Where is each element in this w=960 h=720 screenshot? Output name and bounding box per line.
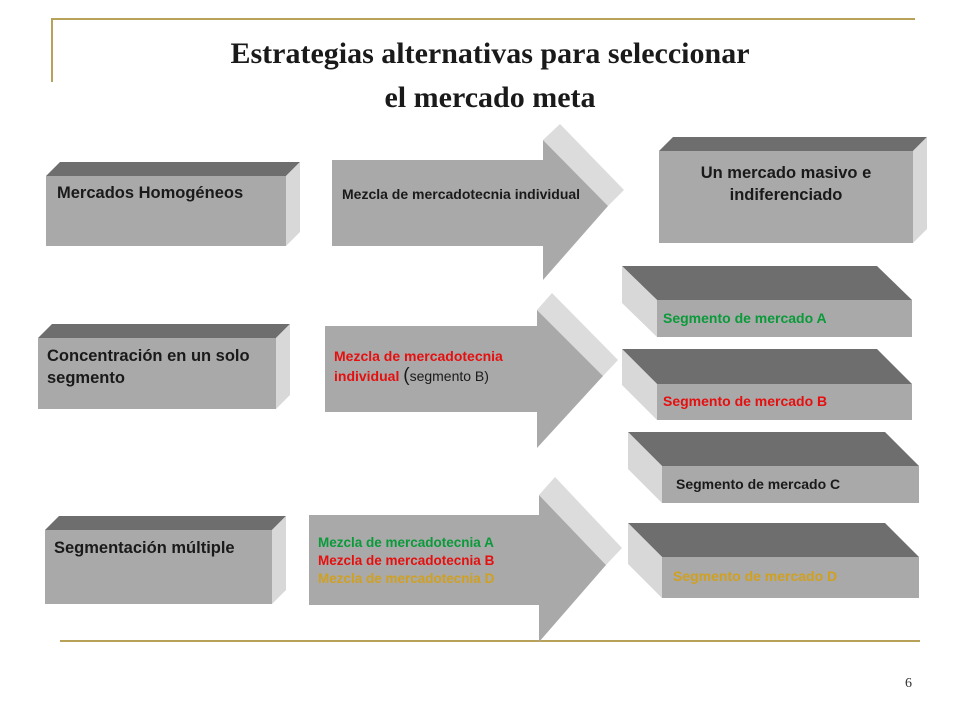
label-arrow-multiple: Mezcla de mercadotecnia A Mezcla de merc…: [318, 534, 578, 588]
label-segmento-b: Segmento de mercado B: [663, 393, 828, 409]
box-segmento-c: [628, 432, 919, 503]
slide-title-line2: el mercado meta: [384, 81, 596, 114]
slide-title: Estrategias alternativas para selecciona…: [60, 32, 920, 120]
page-number: 6: [905, 676, 912, 691]
box-segmento-b: [622, 349, 912, 420]
label-segmento-c: Segmento de mercado C: [676, 476, 841, 492]
box-segmento-a: [622, 266, 912, 337]
label-arrow-segmento-b-line2b: segmento B): [409, 368, 489, 384]
label-segmento-a: Segmento de mercado A: [663, 310, 827, 326]
box-segmento-d: [628, 523, 919, 598]
arrow-mezcla-individual: [332, 124, 624, 280]
label-concentracion: Concentración en un solo segmento: [47, 347, 250, 387]
box-mercado-masivo: [659, 137, 927, 243]
decorative-rule-bottom: [60, 640, 920, 642]
box-segmentacion-multiple: [45, 516, 286, 604]
label-arrow-mezcla-individual: Mezcla de mercadotecnia individual: [342, 186, 581, 202]
decorative-rule-top: [51, 18, 915, 20]
label-arrow-mezcla-b: Mezcla de mercadotecnia B: [318, 553, 495, 568]
label-arrow-segmento-b: Mezcla de mercadotecnia individual (segm…: [334, 346, 584, 386]
label-segmento-d: Segmento de mercado D: [673, 568, 838, 584]
label-arrow-segmento-b-paren: (: [403, 365, 410, 386]
decorative-rule-vertical: [51, 18, 53, 82]
label-mercado-masivo: Un mercado masivo e indiferenciado: [700, 164, 872, 204]
label-arrow-segmento-b-line2a: individual: [334, 368, 400, 384]
box-concentracion: [38, 324, 290, 409]
label-arrow-mezcla-d: Mezcla de mercadotecnia D: [318, 571, 495, 586]
label-mercados-homogeneos: Mercados Homogéneos: [57, 184, 244, 202]
label-arrow-mezcla-a: Mezcla de mercadotecnia A: [318, 535, 494, 550]
label-arrow-segmento-b-line1: Mezcla de mercadotecnia: [334, 348, 503, 364]
box-mercados-homogeneos: [46, 162, 300, 246]
arrow-mezcla-multiple: [309, 477, 622, 642]
arrow-mezcla-segmento-b: [325, 293, 618, 448]
label-segmentacion-multiple: Segmentación múltiple: [54, 539, 235, 557]
slide-title-line1: Estrategias alternativas para selecciona…: [230, 37, 750, 70]
